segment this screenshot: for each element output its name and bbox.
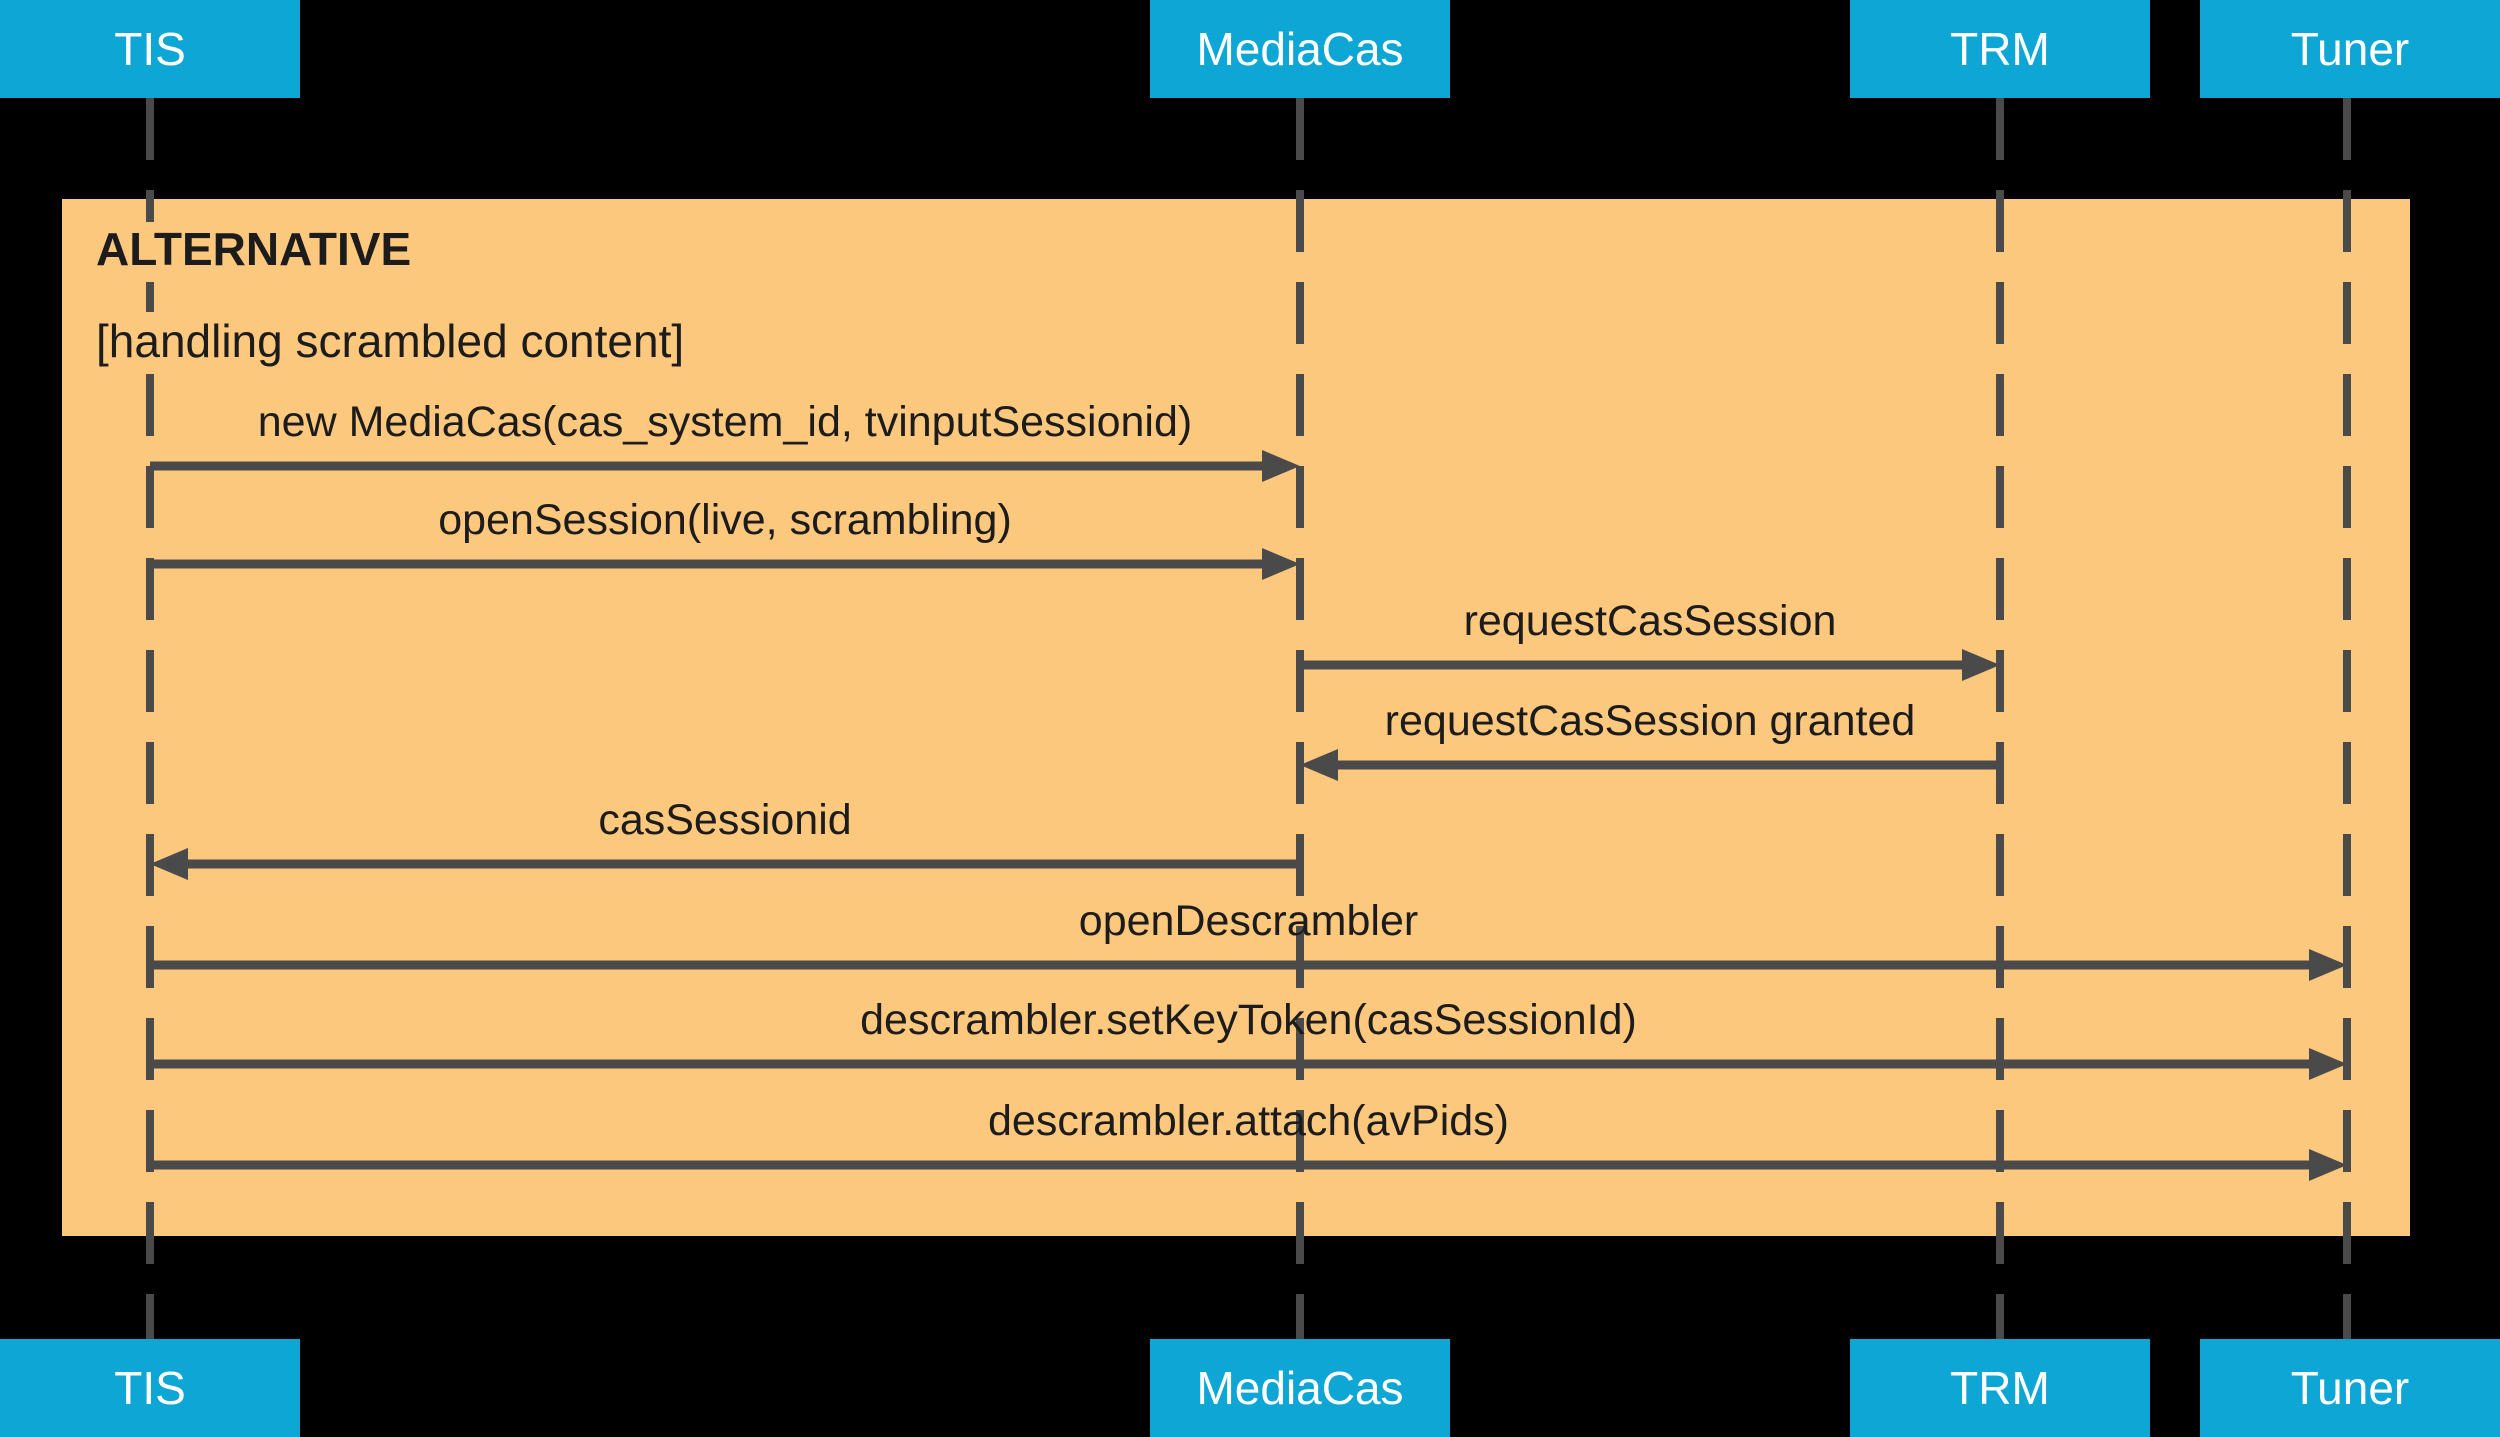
actor-label: TRM (1950, 1362, 2050, 1414)
actor-box-tis-bottom: TIS (0, 1339, 300, 1437)
arrowhead-icon (1262, 548, 1300, 580)
message-label: requestCasSession (1463, 597, 1837, 645)
actor-label: Tuner (2290, 1362, 2410, 1414)
message-label: descrambler.attach(avPids) (988, 1097, 1509, 1145)
actor-label: MediaCas (1196, 1362, 1404, 1414)
actor-box-trm-top: TRM (1850, 0, 2150, 98)
message-label: casSessionid (598, 796, 852, 844)
message-label: new MediaCas(cas_system_id, tvinputSessi… (257, 398, 1193, 446)
alt-fragment-condition: [handling scrambled content] (86, 312, 695, 370)
message-label: openSession(live, scrambling) (438, 496, 1012, 544)
actor-box-tuner-top: Tuner (2200, 0, 2500, 98)
actor-box-mediacas-bottom: MediaCas (1150, 1339, 1450, 1437)
arrowhead-icon (1962, 649, 2000, 681)
arrowhead-icon (1262, 450, 1300, 482)
actor-label: TIS (114, 23, 186, 75)
arrowhead-icon (2309, 949, 2347, 981)
arrowhead-icon (2309, 1149, 2347, 1181)
actor-label: TRM (1950, 23, 2050, 75)
message-label: descrambler.setKeyToken(casSessionId) (860, 996, 1637, 1044)
arrowhead-icon (2309, 1048, 2347, 1080)
arrowhead-icon (1300, 749, 1338, 781)
message-label: requestCasSession granted (1384, 697, 1916, 745)
actor-label: TIS (114, 1362, 186, 1414)
actor-box-trm-bottom: TRM (1850, 1339, 2150, 1437)
actor-box-tis-top: TIS (0, 0, 300, 98)
arrowhead-icon (150, 848, 188, 880)
alt-fragment-label: ALTERNATIVE (86, 222, 422, 276)
message-label: openDescrambler (1078, 897, 1419, 945)
actor-label: Tuner (2290, 23, 2410, 75)
actor-box-mediacas-top: MediaCas (1150, 0, 1450, 98)
actor-label: MediaCas (1196, 23, 1404, 75)
actor-box-tuner-bottom: Tuner (2200, 1339, 2500, 1437)
